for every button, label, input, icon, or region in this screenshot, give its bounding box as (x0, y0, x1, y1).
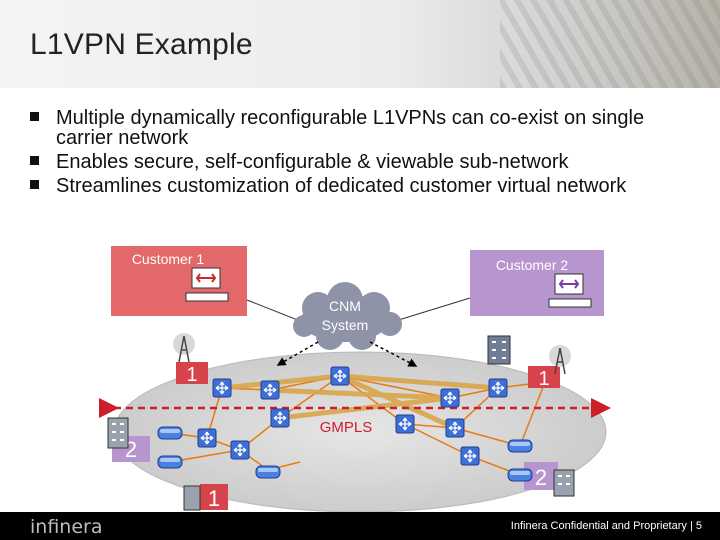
switch-node (212, 378, 232, 398)
footer-bar: infinera Infinera Confidential and Propr… (0, 512, 720, 540)
router-device (157, 455, 183, 469)
cnm-label-line1: CNM (329, 298, 361, 314)
bullet-text: Multiple dynamically reconfigurable L1VP… (56, 107, 645, 149)
switch-node (460, 446, 480, 466)
computer-icon (548, 273, 592, 308)
bullet-item: Multiple dynamically reconfigurable L1VP… (26, 108, 706, 148)
cnm-link (391, 297, 471, 323)
customer1-box (111, 246, 247, 316)
cnm-label-line2: System (322, 317, 369, 333)
antenna-icon (549, 345, 571, 375)
customer1-label: Customer 1 (132, 251, 205, 267)
switch-node (230, 440, 250, 460)
building-icon (183, 485, 201, 511)
switch-node (488, 378, 508, 398)
bullet-list: Multiple dynamically reconfigurable L1VP… (26, 108, 706, 200)
site-box: 1 (200, 484, 228, 511)
site-box: 1 (528, 366, 560, 390)
building-icon (107, 417, 129, 449)
bullet-item: Streamlines customization of dedicated c… (26, 176, 706, 196)
bullet-marker (30, 112, 39, 121)
title-texture (500, 0, 720, 88)
switch-node (260, 380, 280, 400)
title-band: L1VPN Example (0, 0, 720, 88)
switch-node (270, 408, 290, 428)
svg-text:1: 1 (538, 368, 549, 390)
router-device (507, 439, 533, 453)
control-arrow (369, 341, 418, 367)
building-icon (487, 335, 511, 365)
bullet-text: Streamlines customization of dedicated c… (56, 175, 627, 197)
svg-text:2: 2 (535, 465, 547, 490)
slide-title: L1VPN Example (30, 28, 253, 61)
network-diagram: Customer 1 Customer 2 (99, 246, 611, 512)
gmpls-label: GMPLS (320, 419, 373, 436)
computer-icon (185, 267, 229, 302)
site-box: 1 (176, 362, 208, 386)
confidential-notice: Infinera Confidential and Proprietary | … (510, 520, 702, 532)
switch-node (395, 414, 415, 434)
site-box: 2 (524, 462, 558, 490)
control-arrow (276, 341, 319, 366)
svg-text:1: 1 (208, 486, 220, 511)
svg-text:1: 1 (186, 364, 197, 386)
antenna-icon (173, 333, 195, 363)
switch-node (197, 428, 217, 448)
router-device (255, 465, 281, 479)
infinera-logo: infinera (30, 516, 103, 538)
cnm-cloud (293, 282, 402, 350)
bullet-text: Enables secure, self-configurable & view… (56, 151, 569, 173)
customer2-label: Customer 2 (496, 257, 569, 273)
router-device (157, 426, 183, 440)
switch-node (330, 366, 350, 386)
bullet-marker (30, 180, 39, 189)
switch-node (445, 418, 465, 438)
bullet-item: Enables secure, self-configurable & view… (26, 152, 706, 172)
router-device (507, 468, 533, 482)
bullet-marker (30, 156, 39, 165)
switch-node (440, 388, 460, 408)
building-icon (553, 469, 575, 497)
